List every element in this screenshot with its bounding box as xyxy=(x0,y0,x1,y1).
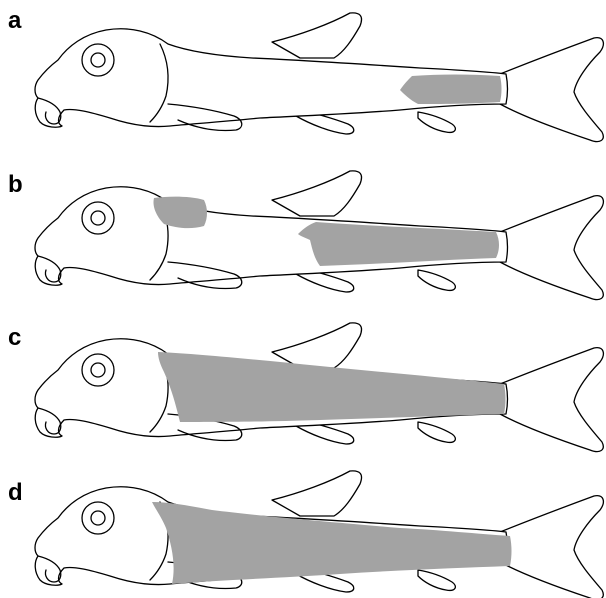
panel-c: c xyxy=(8,323,603,452)
fish-outline-a xyxy=(35,13,603,142)
panel-label-c: c xyxy=(8,324,21,351)
shaded-region-a xyxy=(400,75,502,105)
panel-d: d xyxy=(8,471,603,598)
panel-label-a: a xyxy=(8,7,22,34)
panel-b: b xyxy=(8,171,603,300)
panel-label-d: d xyxy=(8,479,23,506)
panel-a: a xyxy=(8,7,603,142)
panel-label-b: b xyxy=(8,171,23,198)
